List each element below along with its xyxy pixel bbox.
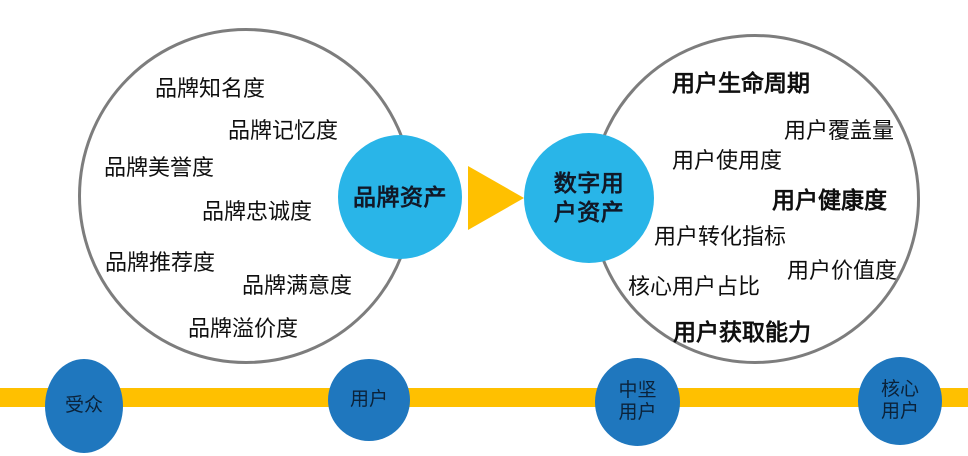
journey-stage-label: 用户 <box>349 389 388 410</box>
metric-label: 品牌记忆度 <box>228 118 339 143</box>
metric-label: 核心用户占比 <box>628 274 761 299</box>
journey-stage-core-backbone-user[interactable]: 中坚 用户 <box>595 358 680 446</box>
hub-digital-user-asset[interactable]: 数字用 户资产 <box>524 133 654 263</box>
metric-label: 品牌知名度 <box>155 76 266 101</box>
metric-label: 用户获取能力 <box>673 319 811 345</box>
hub-brand-asset-label: 品牌资产 <box>353 184 447 210</box>
metric-label: 品牌溢价度 <box>188 316 299 341</box>
metric-label: 用户使用度 <box>672 148 783 173</box>
metric-label: 用户转化指标 <box>654 224 787 249</box>
metric-label: 用户生命周期 <box>672 70 810 96</box>
journey-stage-core-user[interactable]: 核心 用户 <box>858 357 942 445</box>
hub-brand-asset[interactable]: 品牌资产 <box>338 135 462 259</box>
journey-stage-label: 中坚 用户 <box>618 380 657 423</box>
journey-bar <box>0 388 968 407</box>
metric-label: 品牌满意度 <box>242 273 353 298</box>
metric-label: 用户健康度 <box>772 187 887 213</box>
journey-stage-audience[interactable]: 受众 <box>45 359 123 453</box>
metric-label: 品牌忠诚度 <box>202 199 313 224</box>
metric-label: 品牌推荐度 <box>105 250 216 275</box>
hub-digital-user-asset-label: 数字用 户资产 <box>553 170 625 225</box>
journey-stage-label: 核心 用户 <box>880 379 919 422</box>
metric-label: 用户价值度 <box>787 258 898 283</box>
journey-stage-label: 受众 <box>64 395 103 416</box>
journey-stage-user[interactable]: 用户 <box>328 359 410 441</box>
metric-label: 用户覆盖量 <box>784 118 895 143</box>
flow-arrow-icon <box>468 166 524 230</box>
metric-label: 品牌美誉度 <box>104 155 215 180</box>
